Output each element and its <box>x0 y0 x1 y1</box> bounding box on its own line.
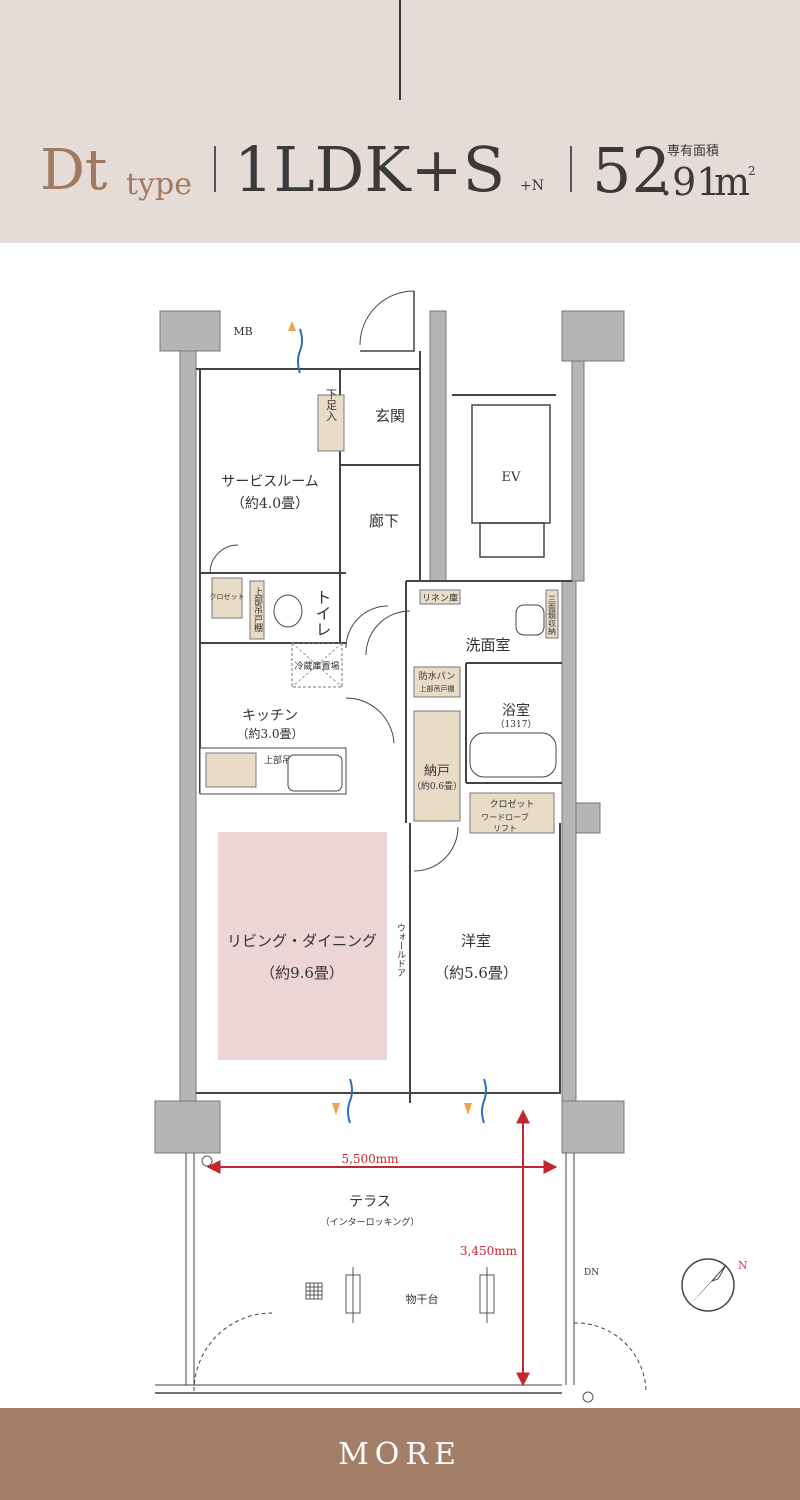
living-size: （約9.6畳） <box>260 964 344 982</box>
shoe-storage <box>317 394 345 452</box>
hallway-label: 廊下 <box>369 512 399 530</box>
western-label: 洋室 <box>461 932 491 950</box>
closet-small <box>211 577 243 619</box>
corner-marker <box>582 1391 594 1403</box>
interior-walls <box>196 351 572 1103</box>
toilet-label: トイレ <box>313 589 332 637</box>
storage-size: （約0.6畳） <box>412 780 462 792</box>
layout-main: 1LDK+S <box>234 133 506 206</box>
more-button-label: MORE <box>338 1436 462 1472</box>
toilet-shelf-label: 上部吊戸棚 <box>252 587 263 633</box>
terrace-label: テラス <box>349 1194 391 1210</box>
living-dining-area <box>218 832 387 1060</box>
north-label: N <box>738 1259 748 1272</box>
waterproof-pan <box>413 666 461 698</box>
mirror-storage-label: 三面鏡収納 <box>548 595 557 636</box>
type-main: Dt <box>40 138 108 203</box>
separator <box>570 146 572 192</box>
service-door-swing <box>209 544 239 574</box>
washroom-door-swing <box>365 610 411 656</box>
toilet-fixture <box>273 594 303 628</box>
lift-label: リフト <box>493 824 517 833</box>
toilet-door-swing <box>345 605 389 649</box>
laundry-stand <box>345 1267 495 1323</box>
elevator <box>471 404 551 558</box>
waterproof-sub: 上部吊戸棚 <box>420 684 455 693</box>
linen-label: リネン庫 <box>422 592 458 604</box>
area-decimal: .91 <box>660 160 721 204</box>
fridge-label: 冷蔵庫置場 <box>294 660 339 672</box>
kitchen-door-swing <box>345 697 395 744</box>
laundry-label: 物干台 <box>406 1292 439 1306</box>
area-unit: m <box>714 160 751 204</box>
linen-storage <box>419 589 461 605</box>
closet-small-label: クロゼット <box>210 592 245 601</box>
dn-label: DN <box>584 1268 599 1278</box>
bath-label: 浴室 <box>502 702 530 719</box>
terrace-outline <box>155 1153 647 1394</box>
area-integer: 52 <box>592 134 671 207</box>
bathtub <box>469 732 557 778</box>
western-size: （約5.6畳） <box>434 964 518 982</box>
bath-size: （1317） <box>496 719 537 730</box>
pillar-marker <box>201 1155 213 1167</box>
fridge-space <box>291 642 343 688</box>
compass-icon: N <box>681 1258 748 1312</box>
mirror-storage <box>545 589 559 639</box>
layout-sub: +N <box>520 178 544 194</box>
header-divider-line <box>399 0 401 100</box>
entrance-door <box>360 291 415 352</box>
wash-basin <box>515 604 545 636</box>
wardrobe-label: ワードローブ <box>481 812 529 822</box>
dim-width-label: 5,500mm <box>341 1152 399 1166</box>
closet-label: クロゼット <box>489 798 534 810</box>
service-room-size: （約4.0畳） <box>231 496 309 512</box>
western-door-swing <box>413 826 459 872</box>
western-closet <box>469 792 555 834</box>
stove <box>205 752 257 788</box>
more-button[interactable]: MORE <box>0 1408 800 1500</box>
kitchen-label: キッチン <box>242 708 298 724</box>
kitchen-size: （約3.0畳） <box>236 726 303 741</box>
washroom-label: 洗面室 <box>465 636 510 654</box>
service-room-label: サービスルーム <box>221 474 319 490</box>
mb-label: MB <box>233 325 252 338</box>
waterproof-label: 防水パン <box>419 670 455 682</box>
ev-label: EV <box>502 470 521 485</box>
type-sub: type <box>126 167 192 202</box>
toilet-shelf <box>249 580 265 640</box>
storage-label: 納戸 <box>424 764 450 779</box>
entrance-label: 玄関 <box>375 407 405 425</box>
floor-plan-svg: EV MB 下足入 サービスルーム （約4.0畳） 玄関 廊下 クロゼット 上部… <box>154 290 748 1403</box>
drain-grate <box>305 1282 323 1300</box>
storage-room <box>413 710 461 822</box>
kitchen-sink <box>287 754 343 792</box>
shoe-storage-label: 下足入 <box>325 389 338 422</box>
area-label: 専有面積 <box>667 144 720 159</box>
entrance-door-swing <box>359 290 415 346</box>
living-label: リビング・ダイニング <box>227 932 377 950</box>
structural-walls <box>154 310 625 1154</box>
header: Dt type 1LDK+S +N 専有面積 52 .91 m 2 <box>0 0 800 243</box>
separator <box>214 146 216 192</box>
dim-depth-label: 3,450mm <box>460 1244 518 1258</box>
area-superscript: 2 <box>748 164 756 178</box>
terrace-sub: （インターロッキング） <box>321 1216 420 1228</box>
floor-plan: EV MB 下足入 サービスルーム （約4.0畳） 玄関 廊下 クロゼット 上部… <box>0 243 800 1408</box>
wall-door-label: ウォールドア <box>395 923 406 977</box>
ventilation-arrows <box>288 321 487 1124</box>
